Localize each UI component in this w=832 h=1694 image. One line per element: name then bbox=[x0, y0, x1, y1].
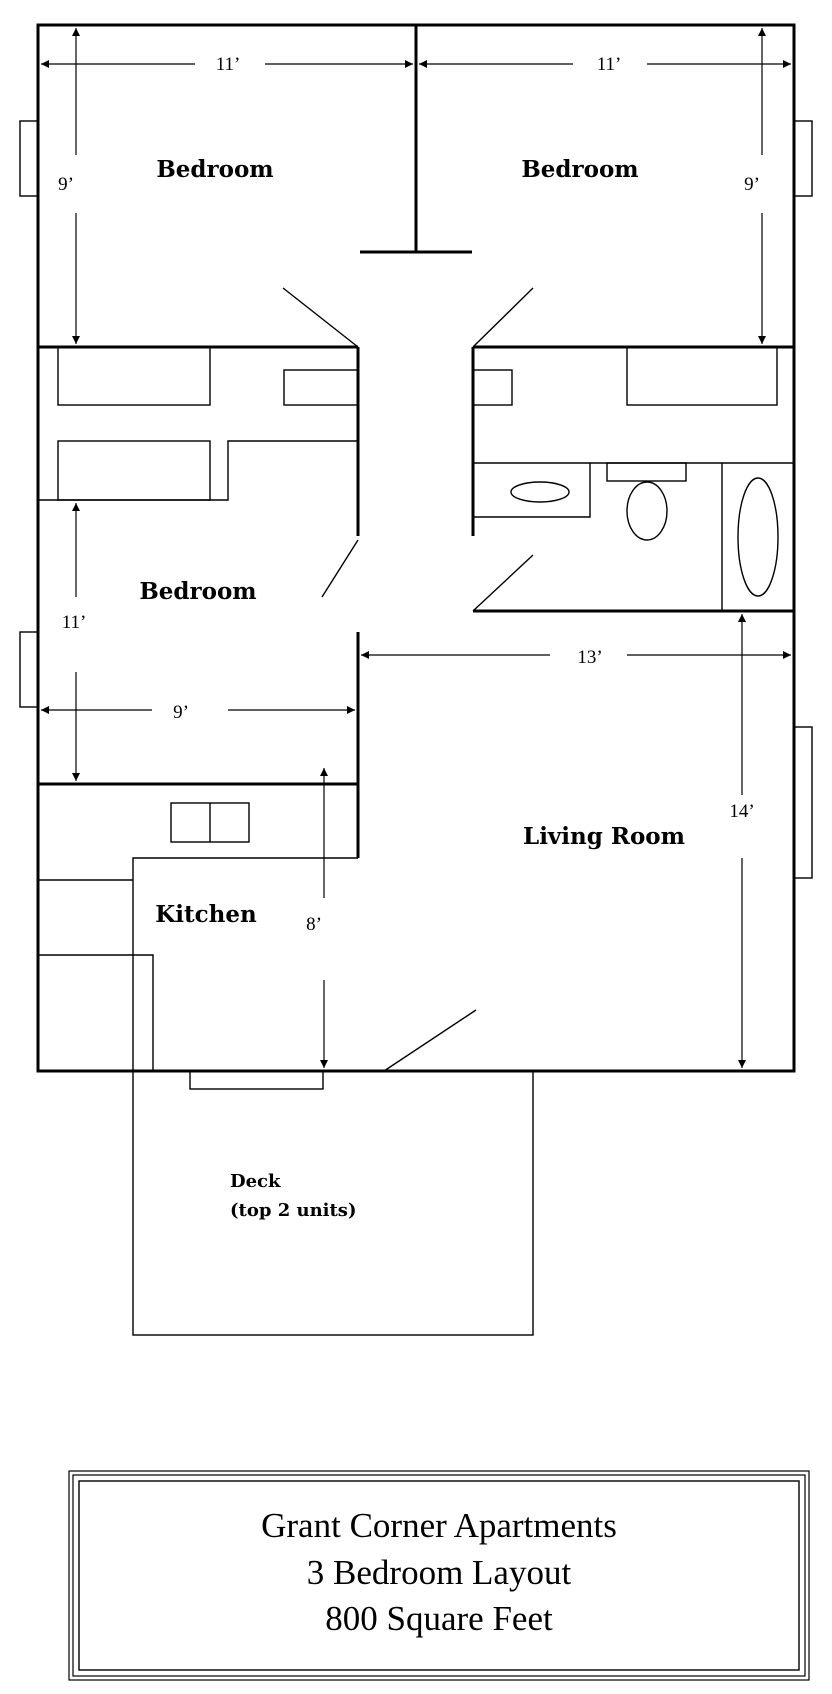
window bbox=[19, 631, 39, 708]
title-border-inner bbox=[78, 1480, 800, 1671]
dim-middle-bedroom-height: 11’ bbox=[62, 612, 87, 633]
room-label-deck-note: (top 2 units) bbox=[230, 1200, 356, 1221]
window bbox=[19, 120, 39, 197]
walls bbox=[36, 23, 796, 1073]
room-label-living-room: Living Room bbox=[523, 823, 685, 850]
room-label-deck: Deck bbox=[230, 1171, 281, 1192]
sink-icon bbox=[510, 481, 570, 503]
title-border-outer bbox=[68, 1470, 810, 1681]
dim-living-room-height: 14’ bbox=[729, 801, 754, 822]
door-swing bbox=[472, 554, 534, 612]
title-border-middle bbox=[72, 1474, 806, 1677]
room-label-bedroom-middle: Bedroom bbox=[139, 578, 256, 605]
room-label-bedroom-top-left: Bedroom bbox=[156, 156, 273, 183]
title-block: Grant Corner Apartments 3 Bedroom Layout… bbox=[68, 1470, 810, 1681]
dim-top-right-height: 9’ bbox=[744, 174, 760, 195]
dim-living-room-width: 13’ bbox=[577, 647, 602, 668]
closet-shelf bbox=[626, 346, 778, 406]
deck-step bbox=[189, 1070, 324, 1090]
dim-kitchen-height: 8’ bbox=[306, 914, 322, 935]
door-swing bbox=[321, 539, 359, 598]
room-label-bedroom-top-right: Bedroom bbox=[521, 156, 638, 183]
counter-block bbox=[38, 954, 154, 1071]
closet-shelf bbox=[57, 346, 211, 406]
title-line-3: 800 Square Feet bbox=[325, 1599, 553, 1638]
title-line-1: Grant Corner Apartments bbox=[261, 1506, 617, 1545]
dim-middle-bedroom-width: 9’ bbox=[173, 702, 189, 723]
dim-top-left-height: 9’ bbox=[58, 174, 74, 195]
dim-top-right-width: 11’ bbox=[597, 54, 622, 75]
windows bbox=[19, 120, 813, 879]
dim-top-left-width: 11’ bbox=[216, 54, 241, 75]
toilet-icon bbox=[626, 481, 668, 541]
closet-outline bbox=[38, 440, 358, 501]
title-line-2: 3 Bedroom Layout bbox=[307, 1553, 572, 1592]
kitchen-counter bbox=[132, 857, 358, 1071]
doors bbox=[282, 287, 534, 1072]
bathroom bbox=[473, 462, 794, 611]
window bbox=[793, 726, 813, 879]
door-swing bbox=[472, 287, 534, 348]
deck-outline bbox=[132, 1070, 534, 1336]
door-swing bbox=[282, 287, 359, 348]
window bbox=[793, 120, 813, 197]
closet-shelf bbox=[283, 369, 359, 406]
door-swing bbox=[383, 1009, 477, 1072]
closets bbox=[38, 346, 778, 501]
toilet-tank bbox=[606, 462, 687, 482]
kitchen-fixtures bbox=[38, 802, 358, 1090]
closet-shelf bbox=[472, 369, 513, 406]
bathtub-icon bbox=[737, 477, 779, 597]
room-labels: Bedroom Bedroom Bedroom Living Room Kitc… bbox=[139, 156, 685, 1221]
vanity bbox=[473, 463, 591, 518]
dimension-labels: 11’ 11’ 9’ 9’ 11’ 9’ 13’ 14’ 8’ bbox=[58, 54, 760, 935]
room-label-kitchen: Kitchen bbox=[155, 901, 257, 928]
dimension-lines bbox=[41, 28, 791, 1068]
closet-shelf bbox=[57, 440, 211, 501]
